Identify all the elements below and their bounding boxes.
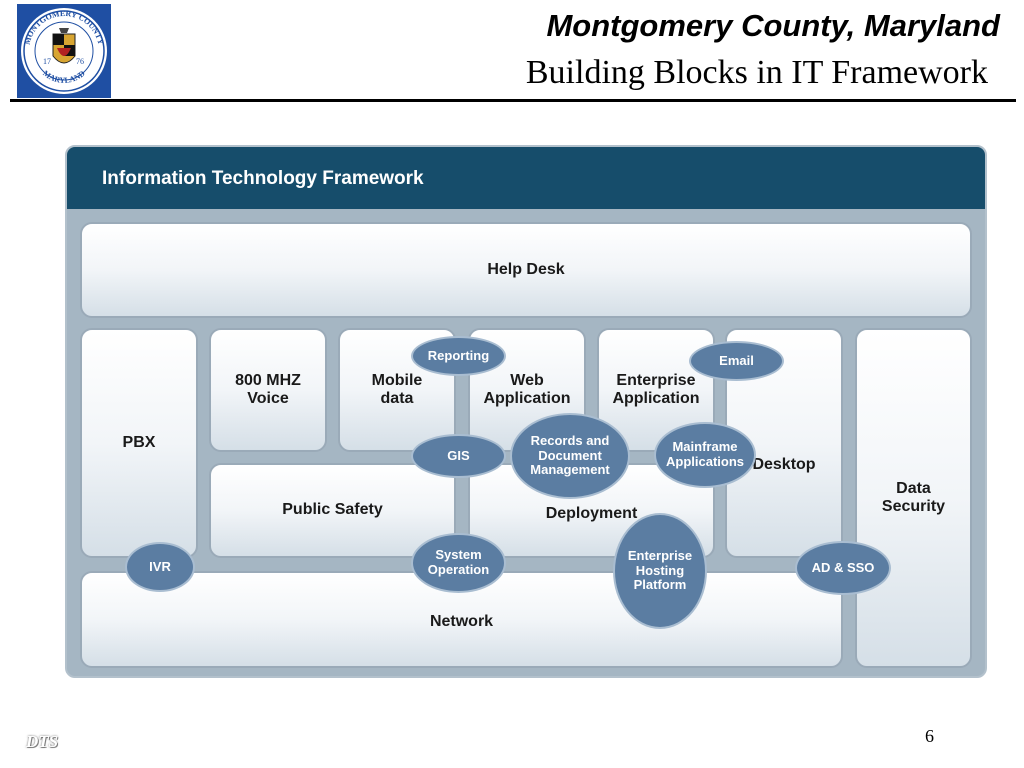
records-label-line1: Records and [530, 432, 610, 448]
hosting-label-line1: Enterprise [627, 547, 693, 563]
mobile-data-block: Mobile data [338, 328, 456, 452]
enterprise-application-label-line2: Application [612, 390, 700, 407]
ivr-ellipse: IVR [125, 542, 195, 592]
mainframe-label-line2: Applications [665, 454, 744, 469]
svg-text:17: 17 [43, 57, 51, 66]
public-safety-label: Public Safety [282, 501, 383, 519]
it-framework-diagram: Information Technology Framework Help De… [65, 145, 987, 678]
ad-sso-ellipse: AD & SSO [795, 541, 891, 595]
system-operation-label-line2: Operation [427, 562, 490, 577]
desktop-label: Desktop [752, 455, 816, 473]
data-security-block: Data Security [855, 328, 972, 668]
gis-ellipse: GIS [411, 434, 506, 478]
hosting-label-line2: Hosting [635, 562, 685, 578]
dts-footer-logo: DTS [26, 732, 59, 751]
mainframe-label-line1: Mainframe [672, 439, 738, 455]
gis-label: GIS [447, 447, 470, 463]
email-ellipse: Email [689, 341, 784, 381]
ivr-label: IVR [149, 558, 171, 574]
svg-text:76: 76 [76, 57, 84, 66]
deployment-label: Deployment [545, 505, 638, 523]
county-seal-icon: 17 76 MONTGOMERY COUNTY MARYLAND [17, 4, 111, 98]
page-number: 6 [925, 726, 934, 746]
voice-800mhz-label-line1: 800 MHZ [235, 371, 301, 389]
records-label-line2: Document [538, 447, 602, 463]
framework-header-bar: Information Technology Framework [67, 147, 985, 209]
header-divider [10, 99, 1016, 102]
hosting-label-line3: Platform [633, 577, 687, 593]
pbx-label: PBX [122, 433, 156, 451]
reporting-label: Reporting [427, 347, 490, 363]
help-desk-label: Help Desk [487, 260, 565, 278]
mobile-data-label-line1: Mobile [371, 371, 423, 389]
web-application-label-line2: Application [483, 390, 571, 407]
ad-sso-label: AD & SSO [811, 559, 875, 575]
email-label: Email [719, 352, 754, 368]
network-label: Network [429, 613, 494, 631]
data-security-label-line1: Data [896, 479, 931, 497]
framework-title: Information Technology Framework [102, 168, 424, 189]
slide-title: Montgomery County, Maryland [546, 8, 1000, 43]
system-operation-label-line1: System [435, 547, 482, 563]
public-safety-block: Public Safety [209, 463, 456, 558]
county-seal-logo: 17 76 MONTGOMERY COUNTY MARYLAND [17, 4, 111, 98]
help-desk-block: Help Desk [80, 222, 972, 318]
voice-800mhz-block: 800 MHZ Voice [209, 328, 327, 452]
reporting-ellipse: Reporting [411, 336, 506, 376]
slide-subtitle: Building Blocks in IT Framework [525, 54, 988, 91]
mobile-data-label-line2: data [380, 390, 414, 407]
data-security-label-line2: Security [881, 498, 946, 515]
records-label-line3: Management [530, 462, 610, 478]
records-document-management-ellipse: Records and Document Management [510, 413, 630, 499]
voice-800mhz-label-line2: Voice [247, 390, 289, 407]
mainframe-applications-ellipse: Mainframe Applications [654, 422, 756, 488]
system-operation-ellipse: System Operation [411, 533, 506, 593]
enterprise-hosting-platform-ellipse: Enterprise Hosting Platform [613, 513, 707, 629]
pbx-block: PBX [80, 328, 198, 558]
web-application-label-line1: Web [510, 371, 544, 389]
enterprise-application-label-line1: Enterprise [616, 371, 696, 389]
